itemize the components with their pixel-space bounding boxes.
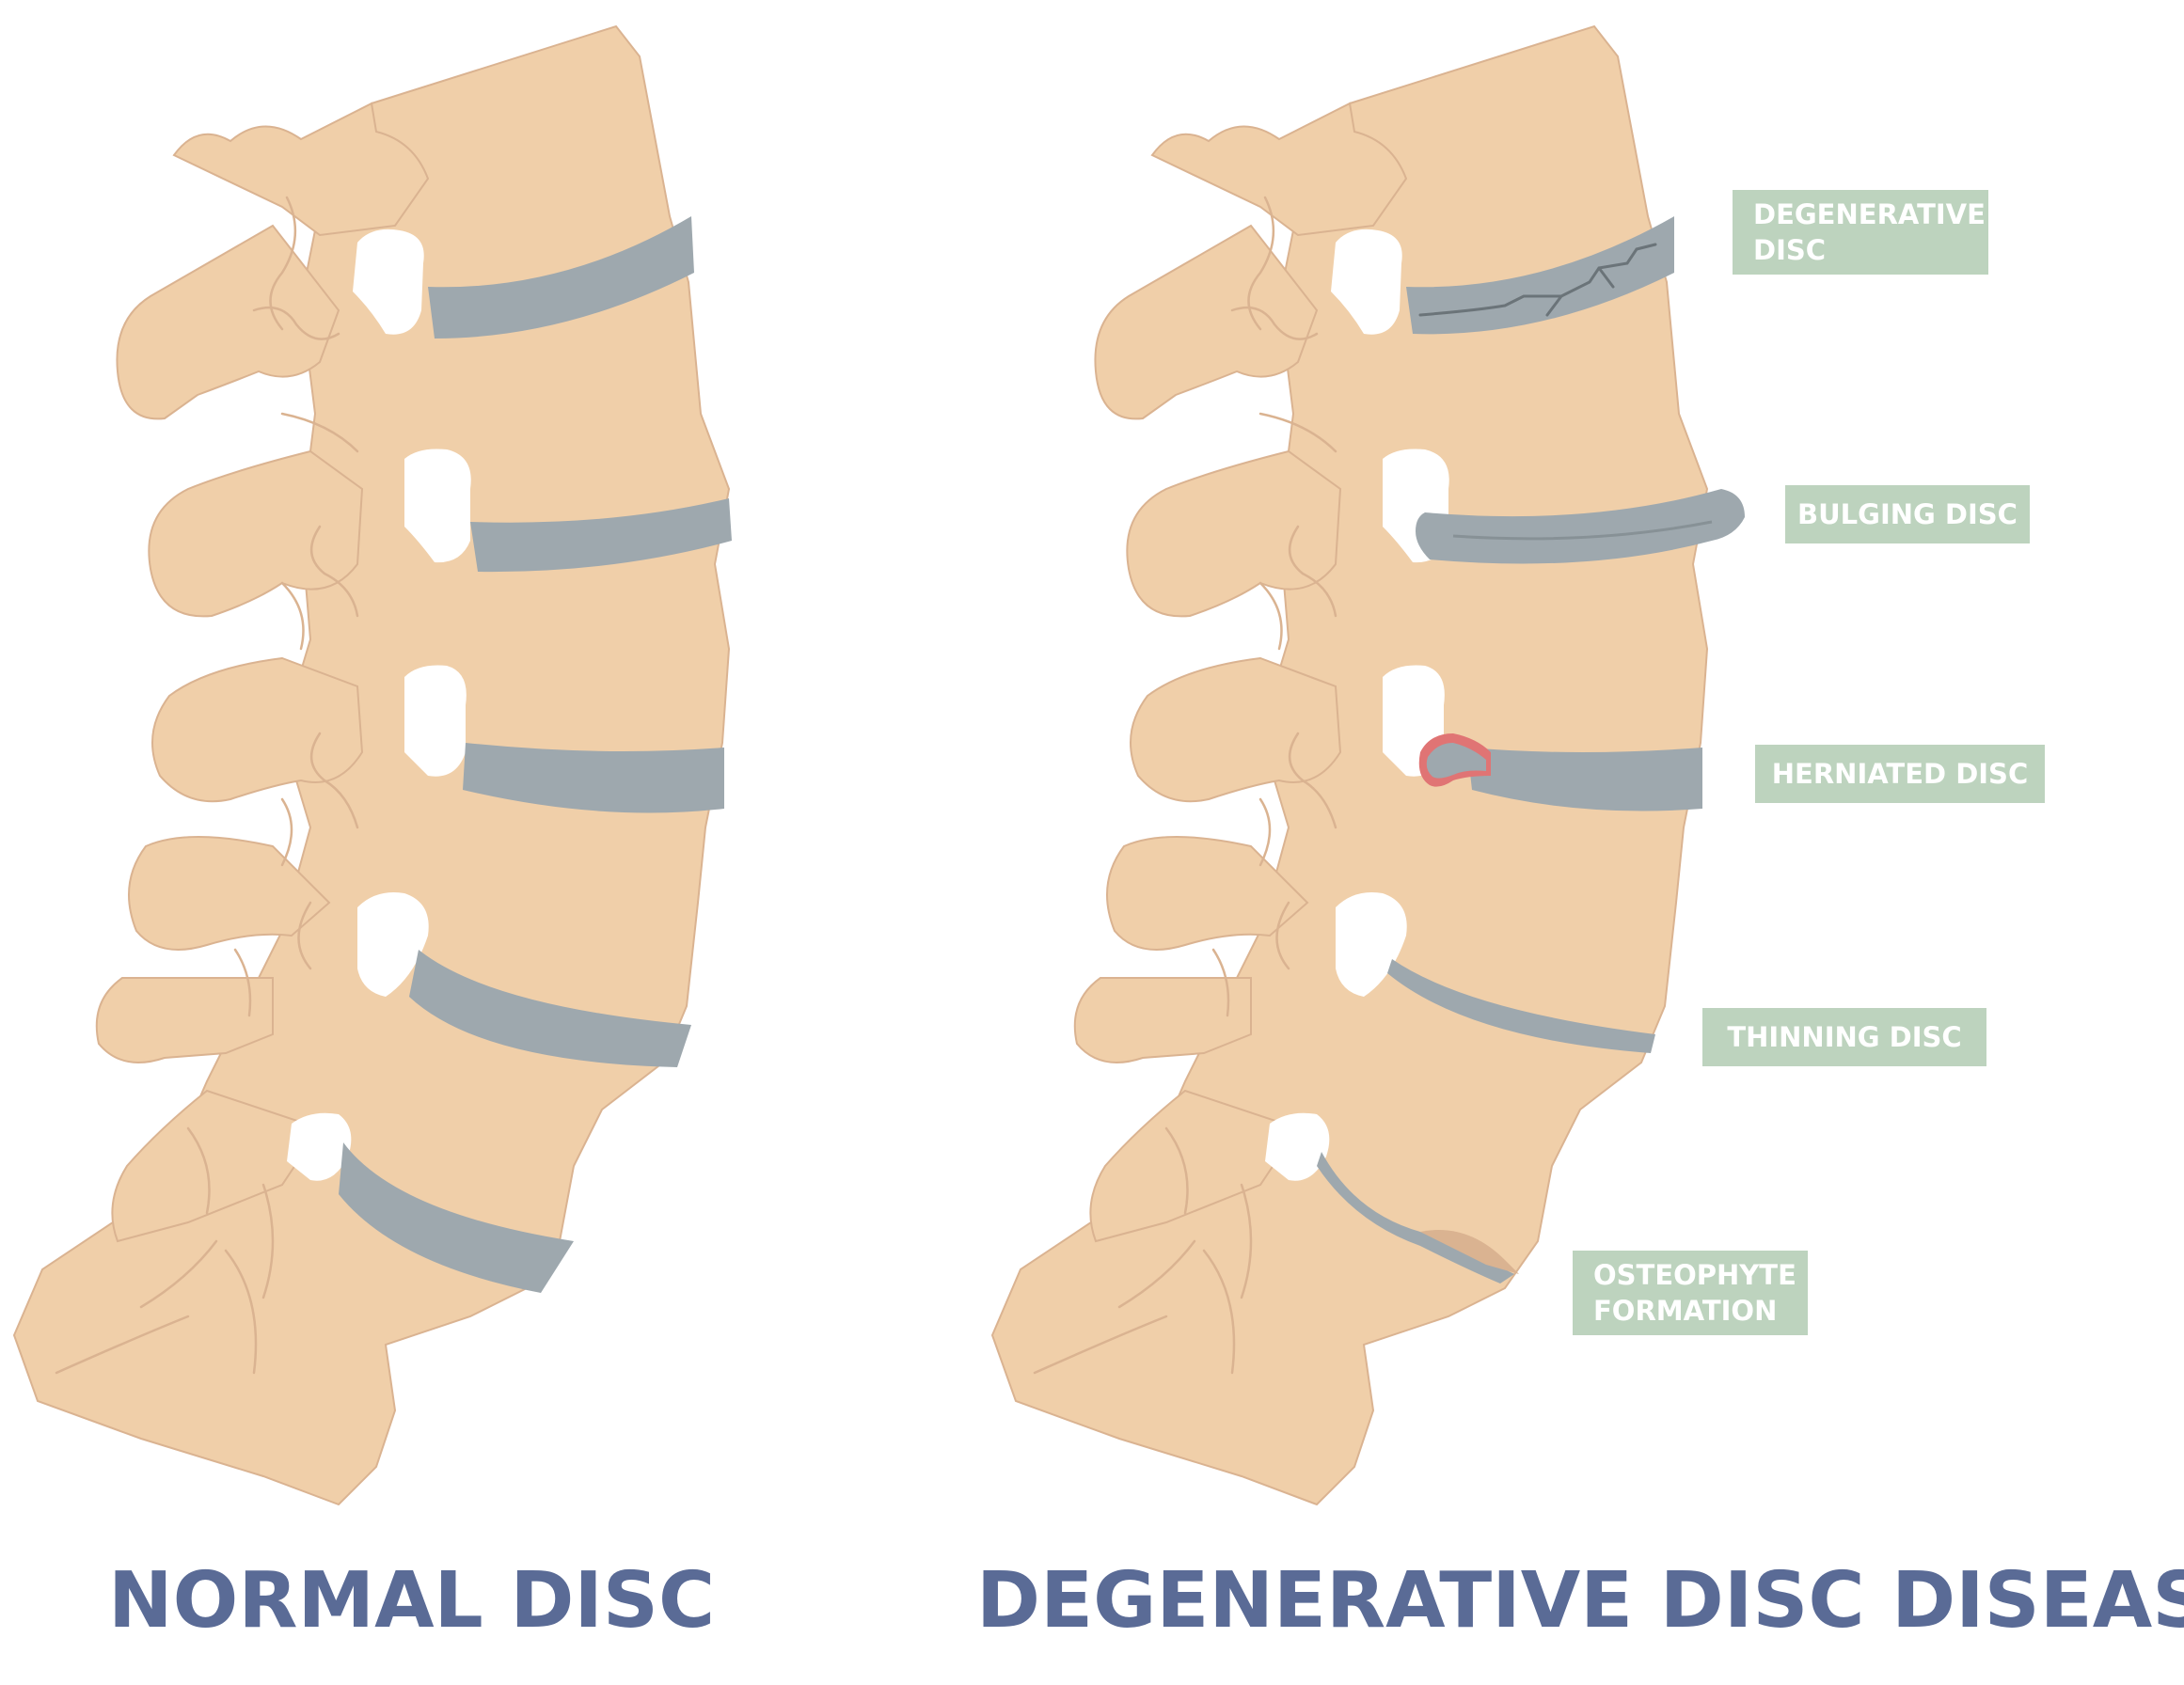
label-degenerative-line1: DEGENERATIVE [1753, 198, 1986, 230]
label-bulging-text: BULGING DISC [1797, 498, 2018, 530]
label-osteophyte-line1: OSTEOPHYTE [1593, 1259, 1796, 1291]
normal-spine-illustration [13, 25, 732, 1505]
label-herniated-text: HERNIATED DISC [1771, 758, 2029, 790]
title-degenerative-disc-disease: DEGENERATIVE DISC DISEASE [976, 1556, 2184, 1646]
degenerative-disc [1406, 216, 1674, 335]
label-bulging-disc: BULGING DISC [1785, 485, 2030, 543]
bulging-disc [1416, 489, 1745, 564]
osteophyte-disc [1317, 1152, 1514, 1283]
label-osteophyte-line2: FORMATION [1593, 1295, 1778, 1327]
label-osteophyte-formation: OSTEOPHYTE FORMATION [1573, 1251, 1808, 1335]
label-degenerative-line2: DISC [1753, 234, 1827, 266]
disc-l1 [428, 216, 694, 339]
herniated-disc [1467, 748, 1702, 811]
osteophyte-spur [1420, 1230, 1519, 1274]
disc-crack [1418, 243, 1657, 317]
degenerative-spine-illustration [991, 25, 1745, 1505]
disc-l2 [470, 498, 732, 573]
disc-l4 [409, 950, 691, 1067]
title-normal-disc: NORMAL DISC [108, 1556, 716, 1646]
label-degenerative-disc: DEGENERATIVE DISC [1733, 190, 1988, 275]
disc-l3 [463, 743, 724, 813]
thinning-disc [1387, 959, 1655, 1053]
disc-l5 [339, 1142, 574, 1293]
bulging-disc-highlight [1452, 520, 1713, 541]
label-herniated-disc: HERNIATED DISC [1755, 745, 2045, 803]
herniation-bulge-core [1426, 743, 1486, 779]
label-thinning-text: THINNING DISC [1727, 1021, 1962, 1053]
label-thinning-disc: THINNING DISC [1702, 1008, 1986, 1066]
